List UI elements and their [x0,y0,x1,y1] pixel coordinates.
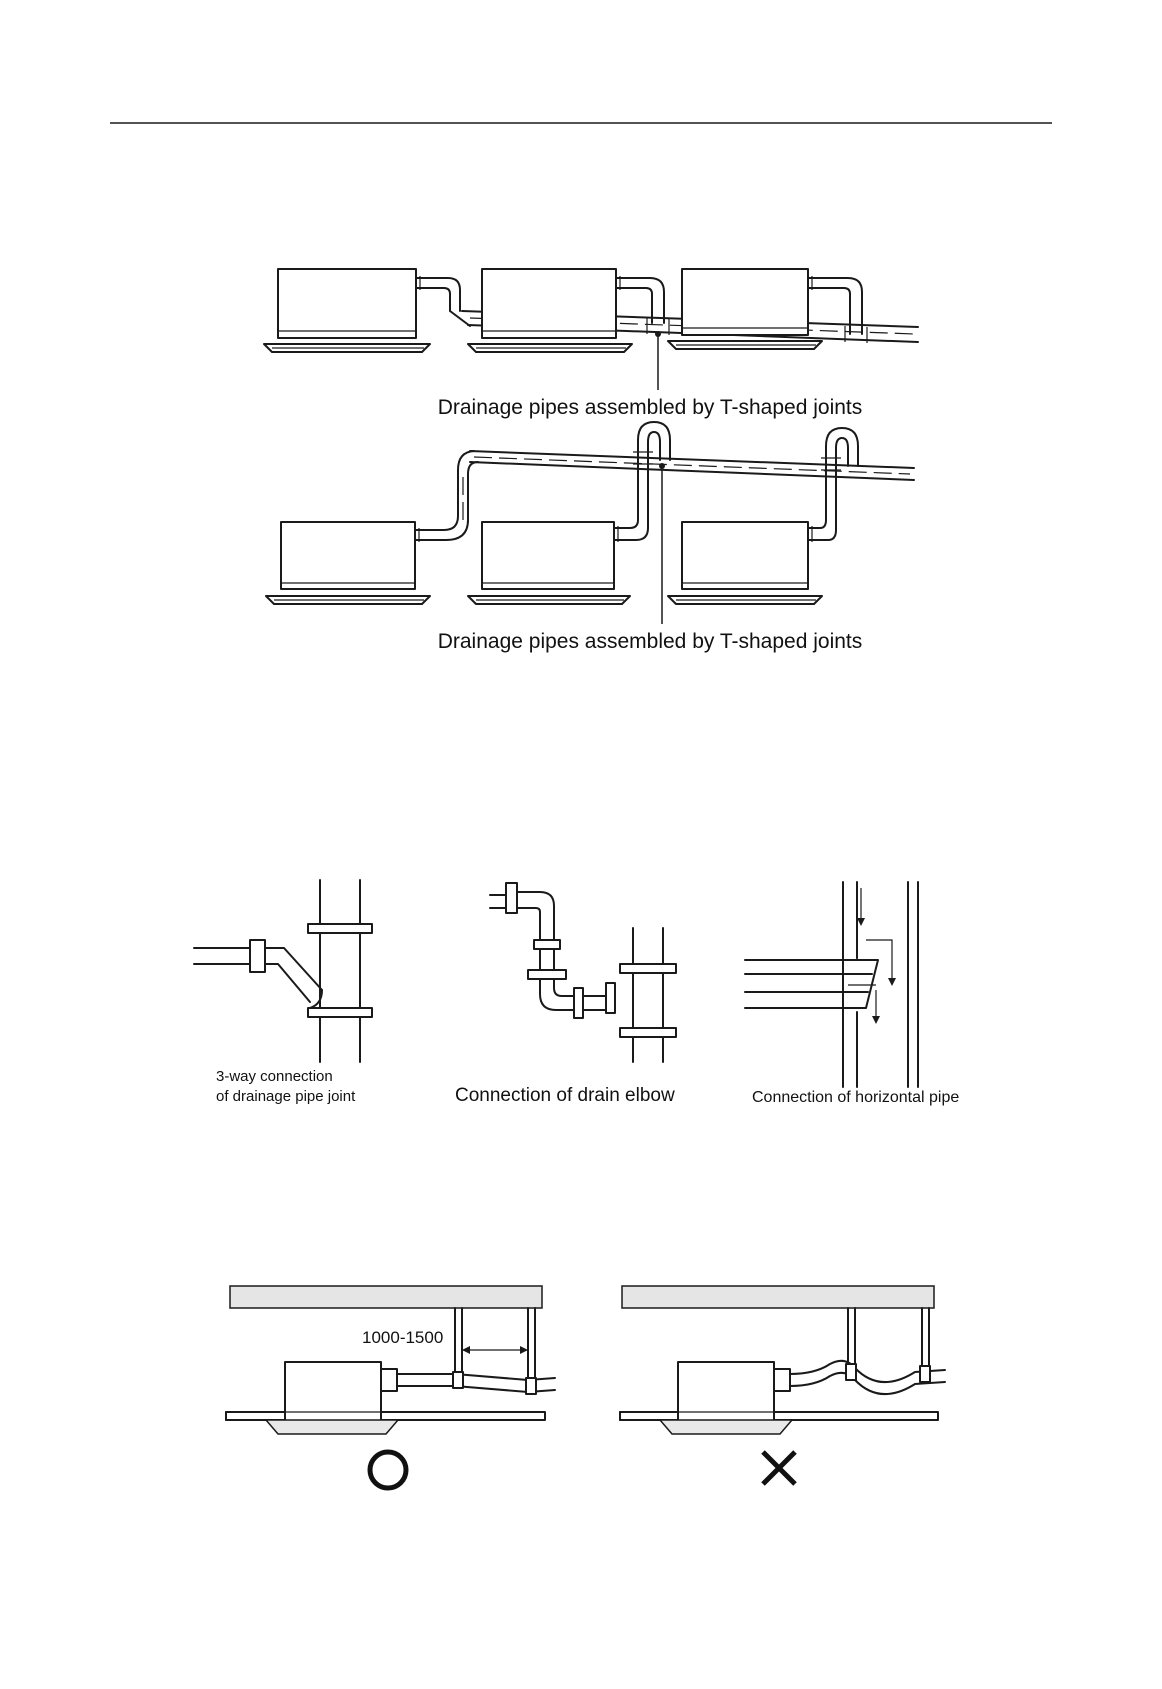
indoor-unit [668,428,858,604]
indoor-unit [266,522,430,604]
label-drain-elbow: Connection of drain elbow [455,1085,675,1106]
correct-mark-icon [370,1452,406,1488]
figure-drain-elbow: Connection of drain elbow [455,883,676,1106]
leader-dot [659,463,665,469]
label-t-joint-top: Drainage pipes assembled by T-shaped joi… [438,396,863,419]
label-horizontal-pipe: Connection of horizontal pipe [752,1089,959,1106]
label-3-way-line1: 3-way connection [216,1068,333,1085]
figure-correct-hanging: 1000-1500 [226,1286,555,1488]
indoor-unit [468,269,669,352]
figure-horizontal-pipe: Connection of horizontal pipe [745,882,959,1106]
indoor-unit [264,269,430,352]
label-t-joint-bottom: Drainage pipes assembled by T-shaped joi… [438,630,863,653]
indoor-unit [468,422,670,604]
figure-t-joint-descending: Drainage pipes assembled by T-shaped joi… [264,269,918,419]
leader-dot [655,331,661,337]
unit-drain-riser [415,451,478,542]
unit-drain-pipe [416,276,470,326]
figure-t-joint-raised: Drainage pipes assembled by T-shaped joi… [266,422,914,653]
figure-wrong-hanging [620,1286,945,1484]
wrong-mark-icon [763,1452,795,1484]
dimension-hanger-spacing: 1000-1500 [362,1328,443,1347]
label-3-way-line2: of drainage pipe joint [216,1088,356,1105]
figure-3-way-connection: 3-way connection of drainage pipe joint [194,880,372,1105]
